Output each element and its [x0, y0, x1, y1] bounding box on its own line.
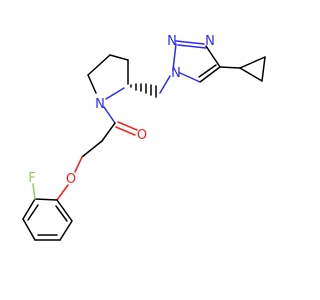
chain-bond: [81, 140, 103, 158]
atom-o-carbonyl: O: [137, 128, 147, 143]
linker-bond: [159, 75, 171, 94]
triazole-bond: [179, 72, 201, 83]
atom-n-triazole-3: N: [205, 34, 215, 49]
ether-bond: [74, 156, 83, 173]
triazole-bond: [177, 44, 207, 49]
cyclopropyl-bond: [239, 67, 263, 82]
cyclopropyl-bond: [219, 66, 241, 69]
atom-n-pyrrolidine: N: [95, 97, 105, 112]
benzene-bond: [59, 220, 73, 241]
carbonyl-bond: [117, 121, 138, 131]
cyclopropyl-bond: [261, 56, 266, 82]
pyrrolidine-bond: [109, 54, 129, 61]
stereo-hash-bond: [130, 83, 157, 98]
benzene-bond: [56, 199, 73, 222]
amide-bond: [103, 106, 116, 124]
triazole-bond: [205, 45, 221, 68]
carbonyl-bond: [115, 126, 136, 136]
atom-n-triazole-1: N: [171, 66, 181, 81]
triazole-bond: [199, 66, 221, 83]
ether-bond: [56, 184, 69, 201]
atom-label-layer: N N N N O O F: [28, 34, 215, 187]
benzene-bond: [34, 198, 58, 201]
benzene-bond: [22, 218, 36, 241]
pyrrolidine-bond: [87, 74, 97, 94]
atom-o-ether: O: [66, 172, 76, 187]
triazole-bond: [198, 64, 217, 78]
triazole-bond: [172, 43, 177, 71]
pyrrolidine-bond: [105, 87, 125, 100]
atom-f-fluoro: F: [28, 171, 35, 186]
cyclopropyl-bond: [239, 56, 266, 69]
chain-bond: [101, 122, 116, 142]
atom-n-triazole-2: N: [167, 34, 177, 49]
benzene-double-bond: [55, 205, 68, 222]
benzene-double-bond: [27, 204, 39, 221]
pyrrolidine-bond: [87, 54, 111, 76]
bond-layer: [22, 40, 266, 241]
benzene-bond: [22, 198, 36, 220]
molecule-structure: N N N N O O F: [22, 34, 266, 241]
fluoro-bond: [32, 183, 36, 200]
triazole-bond: [175, 40, 205, 45]
